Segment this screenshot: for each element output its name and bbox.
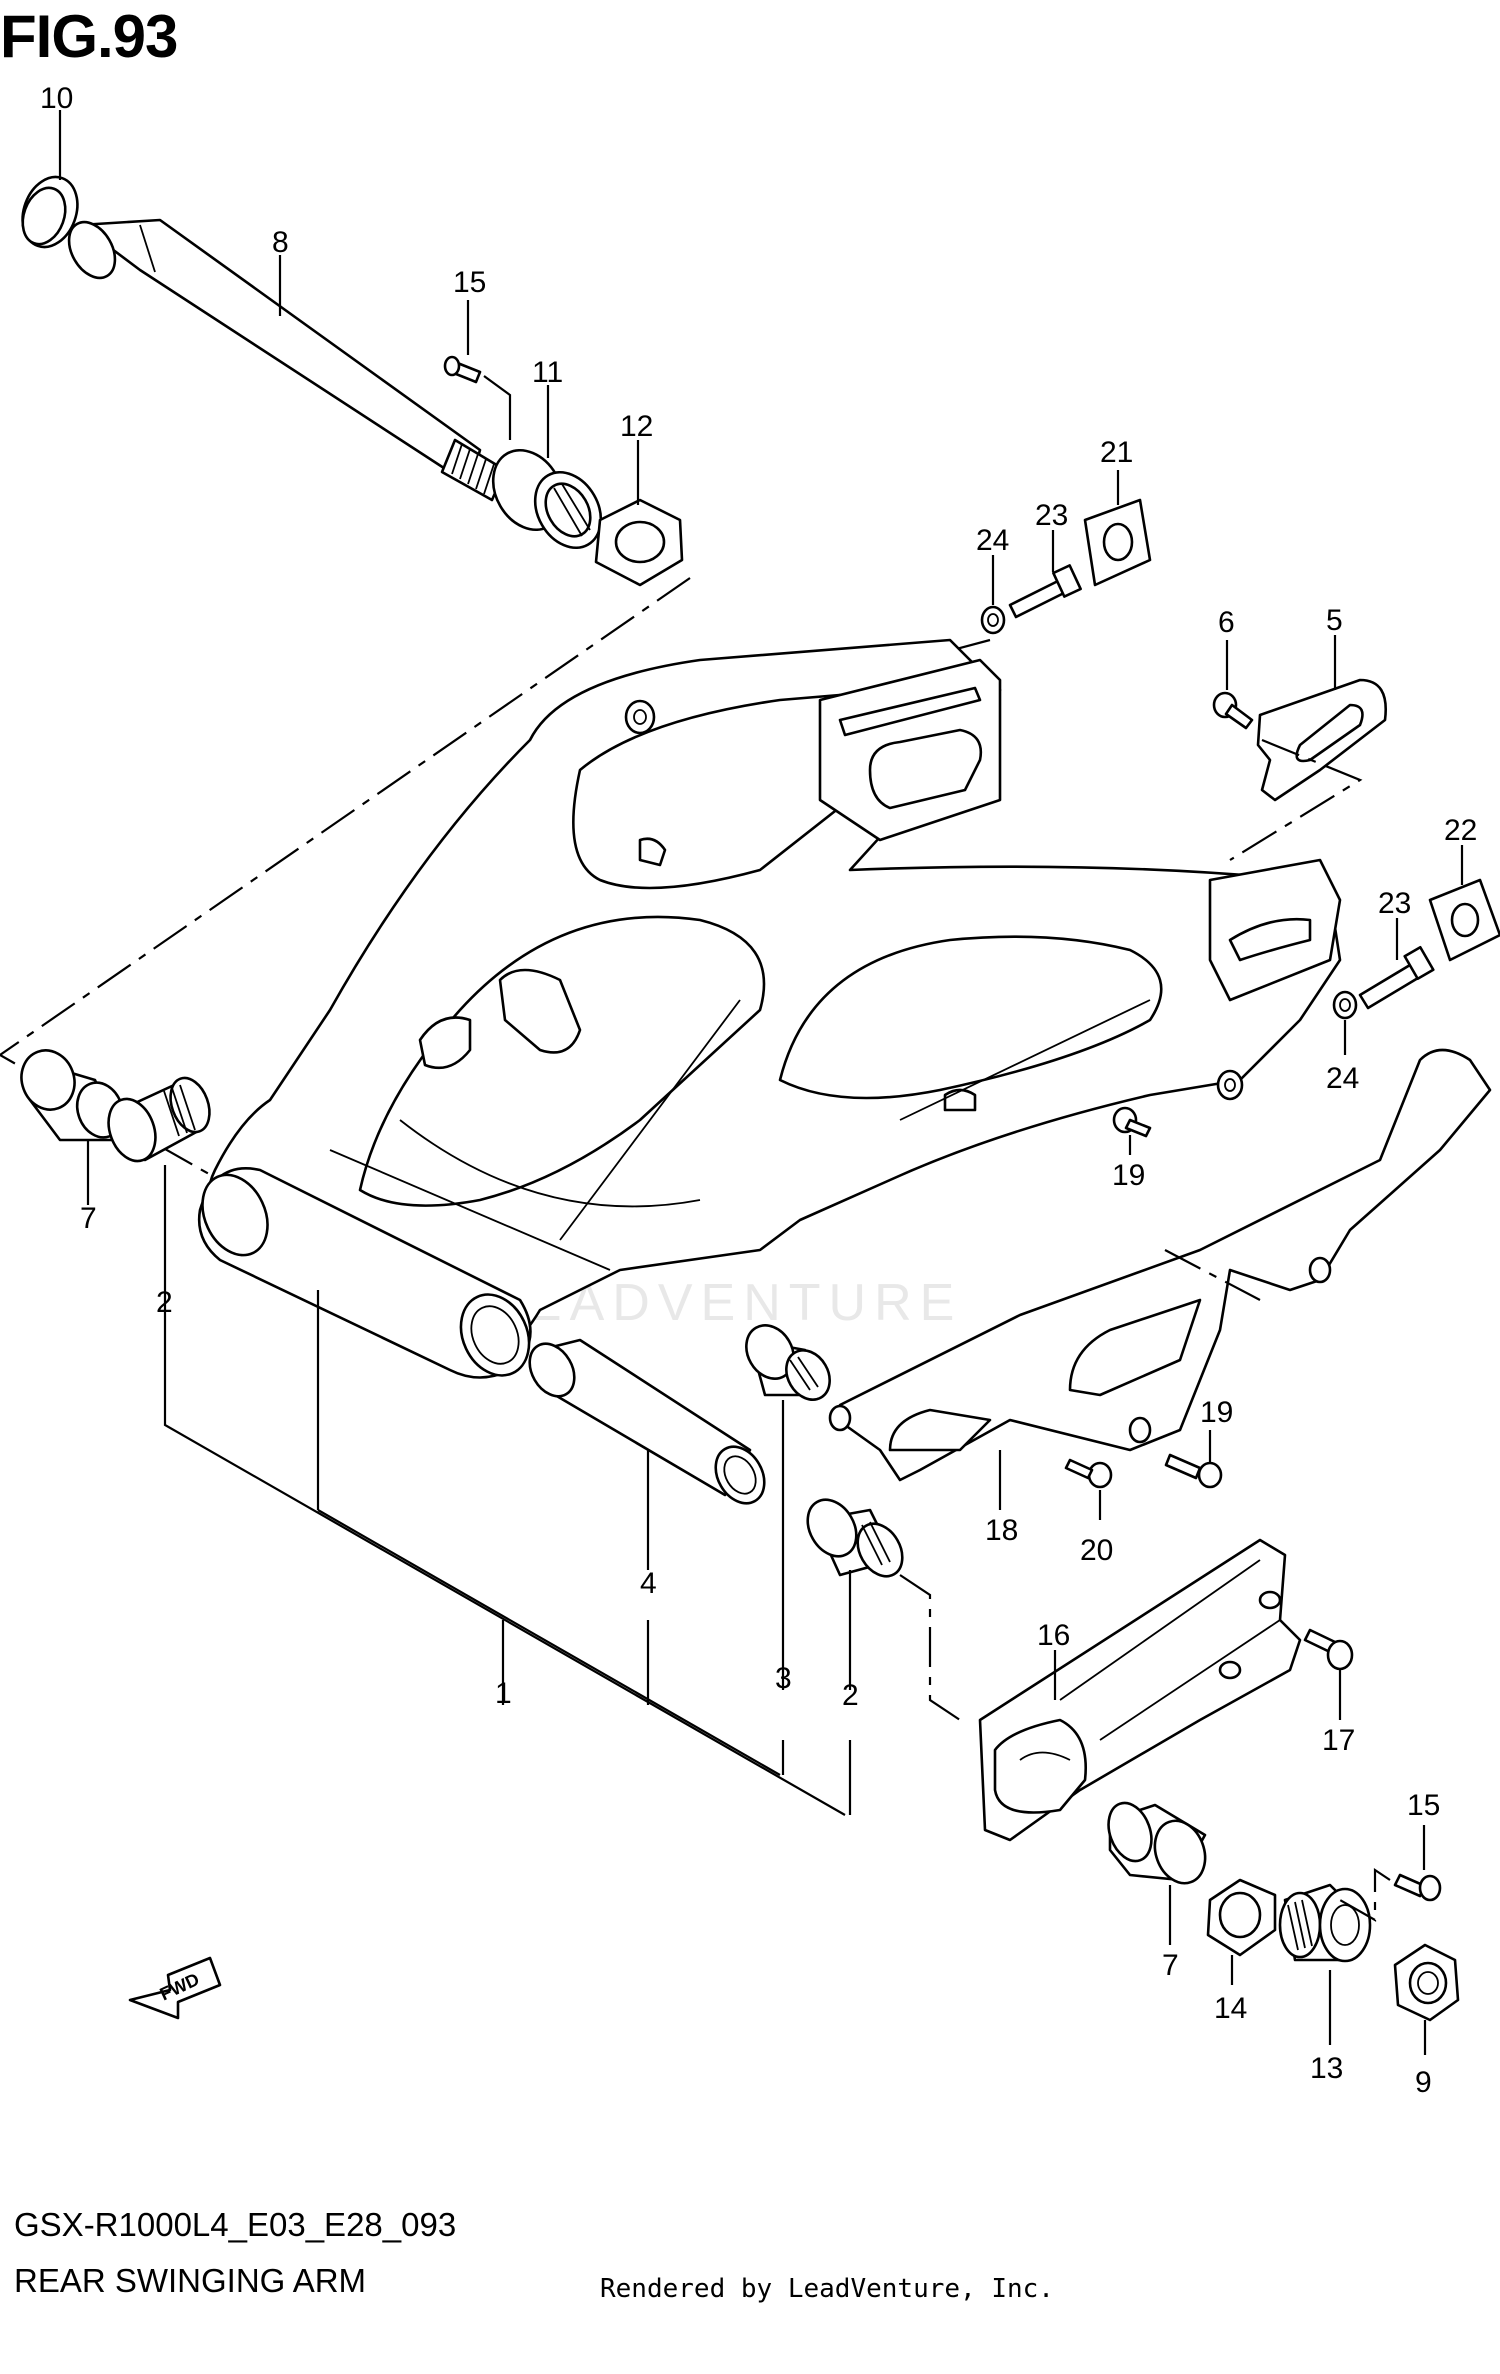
leader-15b-b xyxy=(1339,1867,1391,1922)
callout-2b: 2 xyxy=(842,1679,859,1712)
callout-24a: 24 xyxy=(976,524,1009,557)
part-3-bearing[interactable] xyxy=(737,1317,838,1408)
part-6-bolt[interactable] xyxy=(1212,691,1254,730)
part-4-sleeve[interactable] xyxy=(521,1336,774,1512)
part-2-bearing-left[interactable] xyxy=(100,1073,216,1168)
part-22-chain-adjuster-block[interactable] xyxy=(1428,878,1500,962)
part-2-bearing-right[interactable] xyxy=(798,1491,911,1584)
callout-15a: 15 xyxy=(453,266,486,299)
callout-12: 12 xyxy=(620,410,653,443)
callout-1: 1 xyxy=(495,1677,512,1710)
part-15-screw-top[interactable] xyxy=(443,355,482,384)
part-21-chain-adjuster-block[interactable] xyxy=(1083,498,1152,587)
callout-19b: 19 xyxy=(1200,1396,1233,1429)
fwd-direction-arrow: FWD xyxy=(128,1956,222,2020)
callout-3: 3 xyxy=(775,1662,792,1695)
part-1-swingarm[interactable] xyxy=(190,638,1342,1387)
part-23-bolt-right[interactable] xyxy=(1358,945,1435,1010)
callout-21: 21 xyxy=(1100,436,1133,469)
part-19-screw-bottom[interactable] xyxy=(1164,1453,1223,1489)
callout-23a: 23 xyxy=(1035,499,1068,532)
part-24-washer-right[interactable] xyxy=(1332,990,1358,1020)
callout-19a: 19 xyxy=(1112,1159,1145,1192)
part-7-collar-right[interactable] xyxy=(1101,1797,1214,1890)
part-5-plate[interactable] xyxy=(1256,678,1388,802)
leader-19a-b xyxy=(1164,1249,1261,1301)
callout-9: 9 xyxy=(1415,2066,1432,2099)
leader-15a-b xyxy=(483,375,512,440)
part-20-screw[interactable] xyxy=(1064,1458,1113,1489)
part-18-chain-case[interactable] xyxy=(828,1048,1492,1482)
callout-18: 18 xyxy=(985,1514,1018,1547)
part-9-nut[interactable] xyxy=(1393,1943,1460,2022)
part-8-pivot-shaft[interactable] xyxy=(60,214,507,502)
callout-13: 13 xyxy=(1310,2052,1343,2085)
part-23-bolt-top[interactable] xyxy=(1008,564,1082,619)
callout-10: 10 xyxy=(40,82,73,115)
callout-6: 6 xyxy=(1218,606,1235,639)
part-15-screw-bottom[interactable] xyxy=(1393,1873,1442,1902)
callout-8: 8 xyxy=(272,226,289,259)
figure-title: FIG.93 xyxy=(0,3,178,70)
callout-17: 17 xyxy=(1322,1724,1355,1757)
part-19-screw-top[interactable] xyxy=(1112,1106,1152,1138)
part-11-adjuster[interactable] xyxy=(479,438,614,560)
callout-24b: 24 xyxy=(1326,1062,1359,1095)
leader-2b-b xyxy=(899,1574,961,1721)
render-credit: Rendered by LeadVenture, Inc. xyxy=(600,2274,1054,2304)
part-24-washer-top[interactable] xyxy=(980,605,1006,635)
bracket-1 xyxy=(317,1509,781,1776)
callout-7b: 7 xyxy=(1162,1949,1179,1982)
diagram-name: REAR SWINGING ARM xyxy=(14,2262,367,2299)
part-12-lock-nut[interactable] xyxy=(594,498,684,587)
callout-15b: 15 xyxy=(1407,1789,1440,1822)
callout-7a: 7 xyxy=(80,1202,97,1235)
callout-4: 4 xyxy=(640,1567,657,1600)
part-16-chain-slider[interactable] xyxy=(978,1538,1302,1842)
part-17-screw[interactable] xyxy=(1303,1628,1354,1671)
callout-5: 5 xyxy=(1326,604,1343,637)
callout-14: 14 xyxy=(1214,1992,1247,2025)
part-13-adjuster[interactable] xyxy=(1278,1883,1372,1963)
part-10-seal[interactable] xyxy=(13,169,86,254)
bracket-2a xyxy=(163,1275,846,1816)
callout-11: 11 xyxy=(532,356,563,389)
part-7-collar-left[interactable] xyxy=(13,1043,130,1144)
callout-20: 20 xyxy=(1080,1534,1113,1567)
part-14-nut[interactable] xyxy=(1206,1878,1277,1957)
model-code: GSX-R1000L4_E03_E28_093 xyxy=(14,2206,457,2243)
callout-23b: 23 xyxy=(1378,887,1411,920)
callout-16: 16 xyxy=(1037,1619,1070,1652)
callout-22: 22 xyxy=(1444,814,1477,847)
callout-2a: 2 xyxy=(156,1286,173,1319)
leader-5-b xyxy=(1229,738,1363,861)
